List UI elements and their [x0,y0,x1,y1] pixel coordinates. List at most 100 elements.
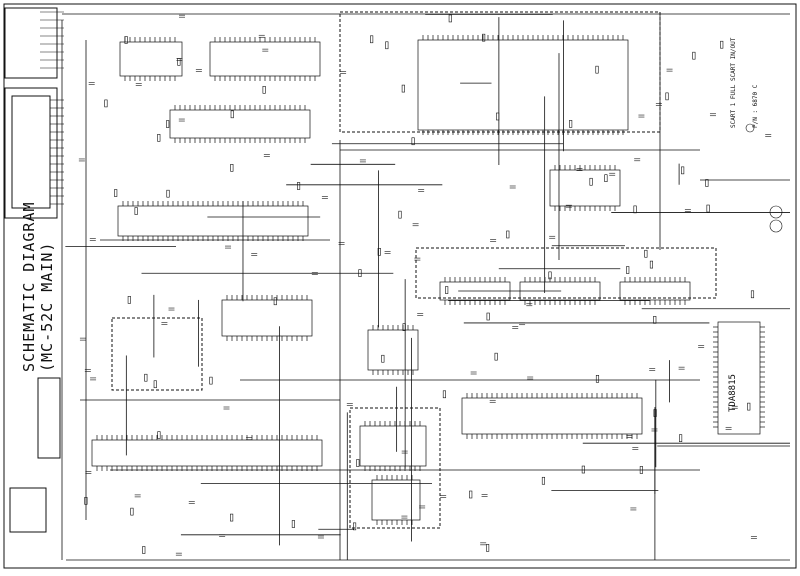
resistor [604,174,608,182]
module-box-0 [339,11,661,133]
resistor [649,260,654,269]
resistor [153,380,157,389]
resistor [589,177,593,186]
resistor [482,33,486,42]
resistor [402,323,406,331]
resistor [114,189,118,197]
module-box-3 [111,317,203,391]
resistor [124,36,128,44]
diagram-subtitle: (MC-52C MAIN) [38,241,56,372]
resistor [291,520,295,528]
resistor [486,544,490,552]
wires [61,12,790,561]
jack-3 [745,123,755,133]
jack-1 [769,205,783,219]
resistor [705,179,709,187]
resistor [692,51,696,60]
ic-chip-10 [359,425,427,467]
resistor [381,354,385,363]
ic-chip-mcu [417,39,629,131]
resistor [177,58,181,66]
resistor [411,137,415,146]
resistor [633,205,637,214]
ic-label-tda: TDA8815 [728,374,738,412]
ic-label-scart: SCART 1 FULL SCART IN/OUT [730,37,737,128]
resistor [679,434,683,442]
resistor [157,134,161,142]
connector-box-left [37,377,61,459]
resistor [595,375,600,383]
ic-chip-1 [119,41,183,77]
resistor [230,110,234,119]
resistor [230,513,234,522]
resistor [273,297,277,306]
resistor [385,41,389,50]
resistor [356,459,360,467]
resistor [626,266,630,274]
resistor [157,431,161,439]
resistor [230,164,234,172]
resistor [166,189,170,198]
resistor [639,466,643,474]
sheet-border [3,3,797,569]
resistor [377,247,381,256]
resistor [541,476,546,485]
resistor [569,120,573,128]
connector-box-bottom [9,487,47,533]
resistor [496,112,500,121]
connector-box-scart [4,87,58,219]
resistor [494,352,498,361]
resistor [442,390,446,399]
resistor [130,507,134,516]
module-box-1 [415,247,717,299]
resistor [469,490,473,499]
resistor [750,290,755,299]
resistor [134,207,138,215]
module-box-2 [349,407,441,529]
component-boxes [3,3,797,569]
passive-components [40,11,783,556]
resistor [370,35,374,44]
resistor [142,546,146,554]
resistor [581,465,585,474]
resistor [448,14,452,23]
connector-box-scart-inner [11,95,51,209]
resistor [486,312,490,321]
jack-2 [769,219,783,233]
diagram-title: SCHEMATIC DIAGRAM [20,201,38,372]
ic-chips [91,35,765,525]
resistor [681,166,685,175]
resistor [747,402,751,411]
ic-chip-14 [619,281,691,301]
ic-chip-5 [221,299,313,337]
ic-label-part-number: P/N : 6870 C [752,84,759,128]
resistor [665,92,669,101]
resistor [644,249,648,258]
resistor [262,85,266,94]
resistor [209,376,213,385]
resistor [706,204,710,213]
resistor [104,99,108,108]
ic-chip-7 [367,329,419,371]
resistor [398,210,402,219]
ic-chip-4 [117,205,309,237]
ic-chip-11 [371,479,421,521]
resistor [445,286,449,294]
resistor [653,316,657,324]
resistor [144,373,148,382]
resistor [166,120,170,128]
resistor [595,65,599,74]
resistor [548,271,552,280]
ic-chip-2 [209,41,321,77]
ic-chip-3 [169,109,311,139]
ic-chip-8 [461,397,643,435]
ic-chip-tda [717,321,761,435]
resistor [653,409,657,417]
resistor [84,497,88,505]
resistor [401,84,405,93]
resistor [353,522,357,531]
resistor [358,269,362,277]
resistor [127,296,131,304]
